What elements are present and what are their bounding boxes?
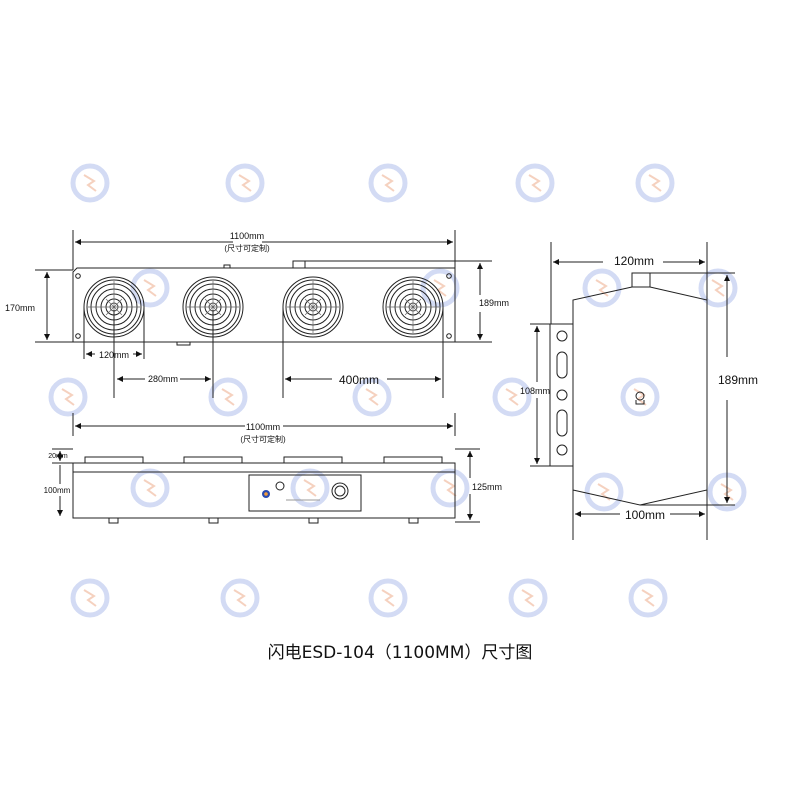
total-height-label: 125mm xyxy=(472,482,502,492)
front-custom-note: (尺寸可定制) xyxy=(240,434,286,444)
fan-span-label: 400mm xyxy=(339,373,379,387)
fan-diameter-label: 120mm xyxy=(99,350,129,360)
top-left-height-label: 170mm xyxy=(5,303,35,313)
side-bottom-label: 100mm xyxy=(625,508,665,522)
control-panel xyxy=(248,474,362,512)
drawing-title: 闪电ESD-104（1100MM）尺寸图 xyxy=(267,643,533,663)
top-custom-note: (尺寸可定制) xyxy=(224,243,270,253)
front-width-label: 1100mm xyxy=(246,422,280,432)
top-view: 1100mm (尺寸可定制) 170mm 189mm 120mm 400mm 2… xyxy=(5,230,509,398)
bracket-height-label: 108mm xyxy=(520,386,550,396)
fan-3 xyxy=(282,276,344,338)
side-view: 120mm 108mm 189mm 100mm xyxy=(520,242,758,540)
side-width-label: 120mm xyxy=(614,254,654,268)
front-view: 1100mm (尺寸可定制) 20mm 100mm 125mm xyxy=(44,413,502,524)
top-width-label: 1100mm xyxy=(230,231,264,241)
side-height-label: 189mm xyxy=(718,373,758,387)
body-height-label: 100mm xyxy=(44,486,71,495)
top-right-height-label: 189mm xyxy=(479,298,509,308)
cap-height-label: 20mm xyxy=(48,453,68,460)
watermark-logos xyxy=(51,166,744,615)
fan-gap-label: 280mm xyxy=(148,374,178,384)
fan-4 xyxy=(382,276,444,338)
